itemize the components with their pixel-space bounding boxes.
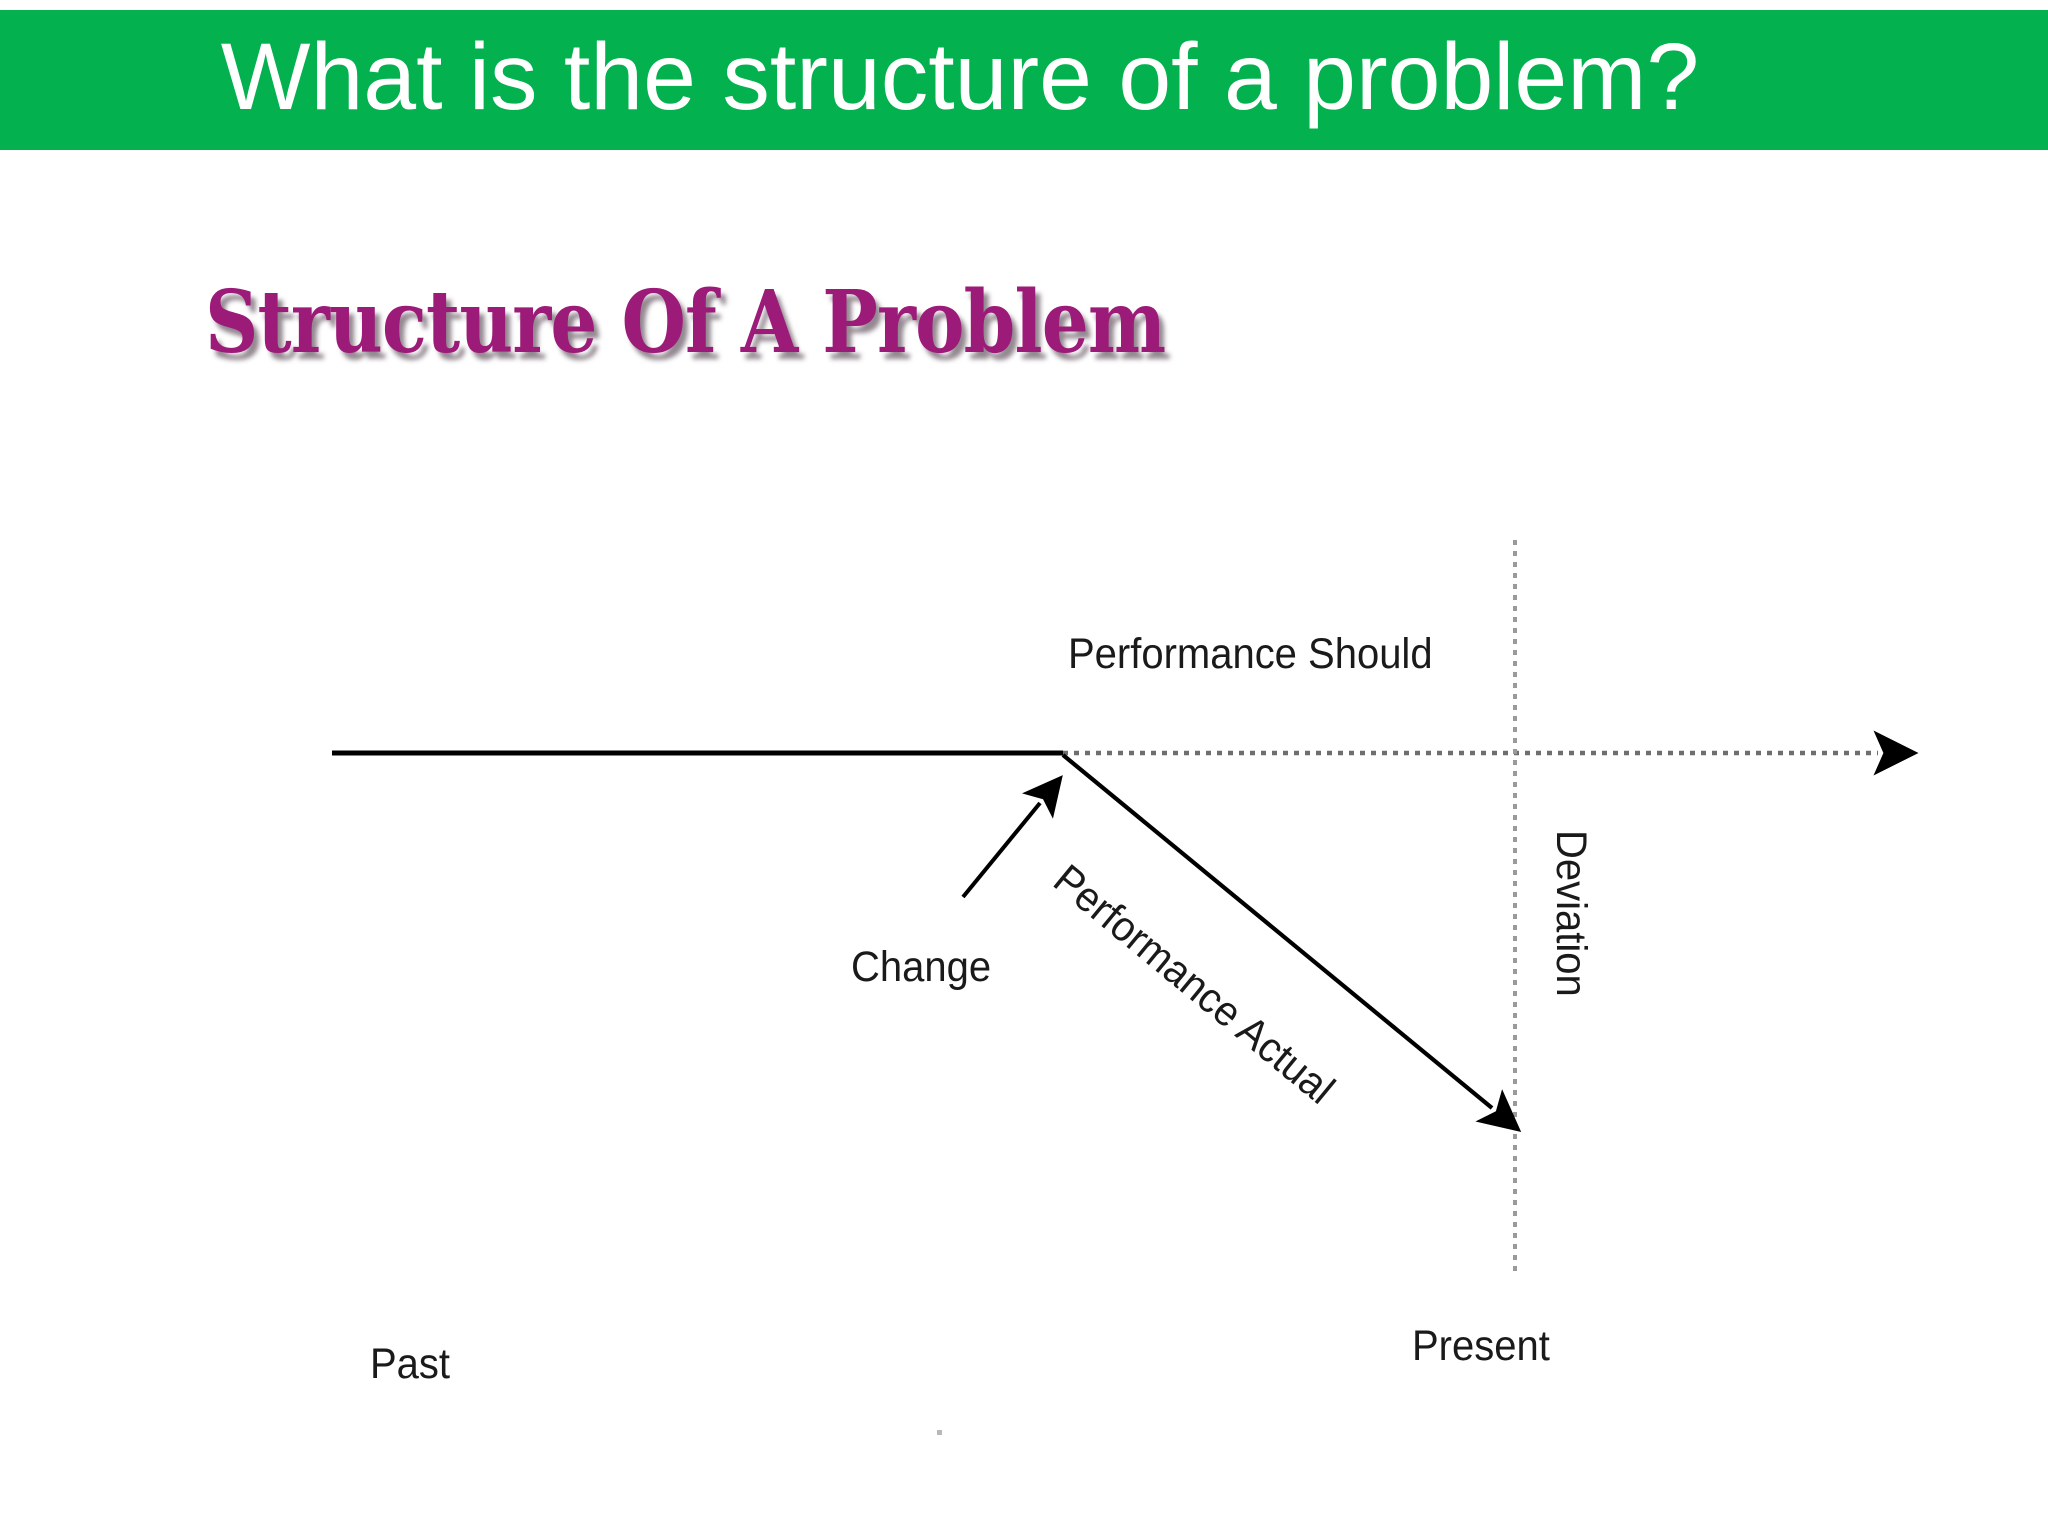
label-present-axis: Present <box>1412 1322 1550 1370</box>
label-deviation: Deviation <box>1547 830 1595 997</box>
change-arrow <box>961 775 1063 899</box>
stray-dot-artifact <box>937 1430 942 1435</box>
label-past-axis: Past <box>370 1340 451 1388</box>
label-performance-should: Performance Should <box>1068 630 1433 678</box>
page-title: What is the structure of a problem? <box>220 24 1700 130</box>
header-banner: What is the structure of a problem? <box>0 10 2048 150</box>
label-change: Change <box>851 943 992 991</box>
slide-subtitle: Structure Of A Problem <box>205 272 1166 373</box>
performance-actual-line <box>1061 753 1522 1133</box>
